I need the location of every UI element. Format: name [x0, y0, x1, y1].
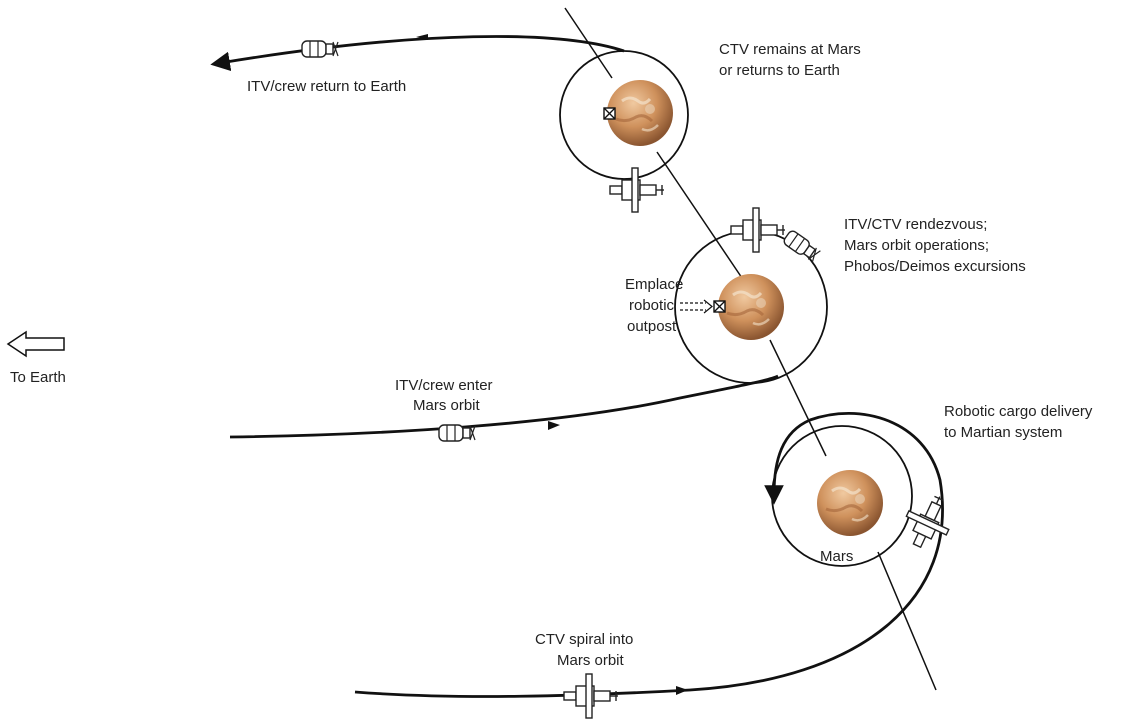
label-itv-enter-line2: Mars orbit: [413, 397, 481, 414]
spacecraft-ctv-icon: [563, 673, 619, 719]
spiral-trajectory: [354, 412, 944, 698]
label-emplace-line1: Emplace: [625, 276, 683, 293]
robotic-outpost-icon: [713, 300, 726, 313]
label-emplace-line3: outpost: [627, 318, 677, 335]
label-ctv-spiral-line1: CTV spiral into: [535, 631, 633, 648]
label-mars: Mars: [820, 548, 853, 565]
robotic-outpost-icon: [603, 107, 616, 120]
mars-planet-icon: [605, 78, 675, 148]
arrow-left-icon: [6, 330, 65, 358]
label-cargo-line2: to Martian system: [944, 424, 1062, 441]
label-emplace-line2: robotic: [629, 297, 675, 314]
label-rendezvous-line3: Phobos/Deimos excursions: [844, 258, 1026, 275]
label-ctv-remains-line1: CTV remains at Mars: [719, 41, 861, 58]
spacecraft-ctv-icon: [609, 167, 665, 213]
spacecraft-ctv-icon: [730, 207, 786, 253]
label-rendezvous-line2: Mars orbit operations;: [844, 237, 989, 254]
mars-planet-icon: [815, 468, 885, 538]
spacecraft-itv-icon: [781, 228, 822, 264]
label-ctv-spiral-line2: Mars orbit: [557, 652, 625, 669]
label-cargo-line1: Robotic cargo delivery: [944, 403, 1093, 420]
dashed-arrow-icon: [680, 299, 713, 314]
return-trajectory: [210, 35, 625, 72]
mars-planet-icon: [716, 272, 786, 342]
spacecraft-itv-icon: [438, 424, 476, 442]
entry-trajectory: [229, 374, 779, 439]
label-rendezvous-line1: ITV/CTV rendezvous;: [844, 216, 987, 233]
label-to-earth: To Earth: [10, 369, 66, 386]
label-ctv-remains-line2: or returns to Earth: [719, 62, 840, 79]
label-itv-return: ITV/crew return to Earth: [247, 78, 406, 95]
spacecraft-itv-icon: [301, 40, 339, 58]
label-itv-enter-line1: ITV/crew enter: [395, 377, 493, 394]
